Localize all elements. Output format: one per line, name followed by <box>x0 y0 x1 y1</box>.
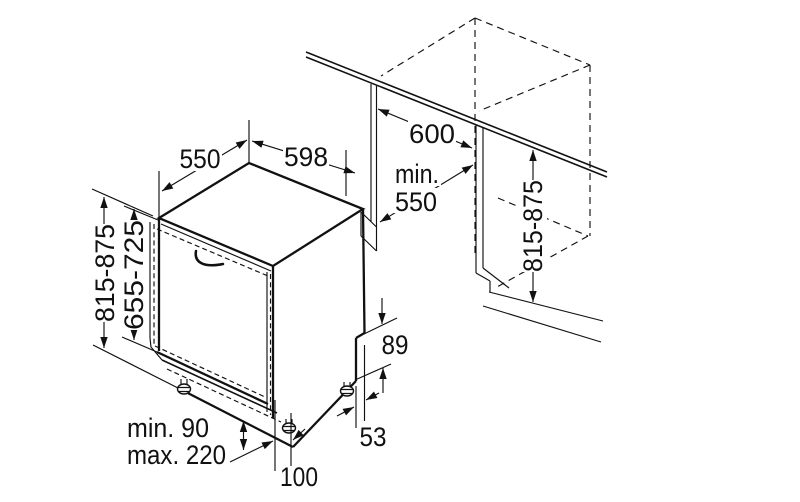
foot-rear <box>339 382 355 397</box>
dim-label-recess-height: 89 <box>382 330 409 360</box>
dim-label-plinth-min: min. 90 <box>127 413 209 443</box>
dim-label-niche-depth-value: 550 <box>395 187 437 217</box>
dim-label-recess-depth: 53 <box>360 422 387 452</box>
niche-cuboid-dashed <box>380 17 591 288</box>
niche-right-panel <box>475 125 604 343</box>
dim-label-foot-offset: 100 <box>280 462 318 492</box>
extension-lines <box>91 120 398 471</box>
foot-front-right <box>281 419 297 434</box>
adjustable-feet <box>176 379 355 434</box>
dishwasher-door <box>153 223 272 415</box>
worktop <box>305 51 608 178</box>
dim-label-appliance-height: 815-875 <box>90 224 120 322</box>
dim-label-top-width: 550 <box>180 144 221 174</box>
dimension-labels: 550 598 600 min. 550 815-875 815-875 655… <box>90 119 548 492</box>
dim-label-plinth-max: max. 220 <box>127 440 226 470</box>
label-backgrounds <box>91 120 547 489</box>
dishwasher-body <box>149 161 366 449</box>
dim-label-niche-depth-min: min. <box>395 159 439 189</box>
door-handle <box>194 249 225 267</box>
dim-label-top-depth: 598 <box>284 142 328 172</box>
dim-label-door-height: 655-725 <box>119 220 149 330</box>
dim-label-niche-height: 815-875 <box>518 180 548 272</box>
dim-label-niche-width: 600 <box>409 119 455 149</box>
foot-front-left <box>176 379 192 395</box>
